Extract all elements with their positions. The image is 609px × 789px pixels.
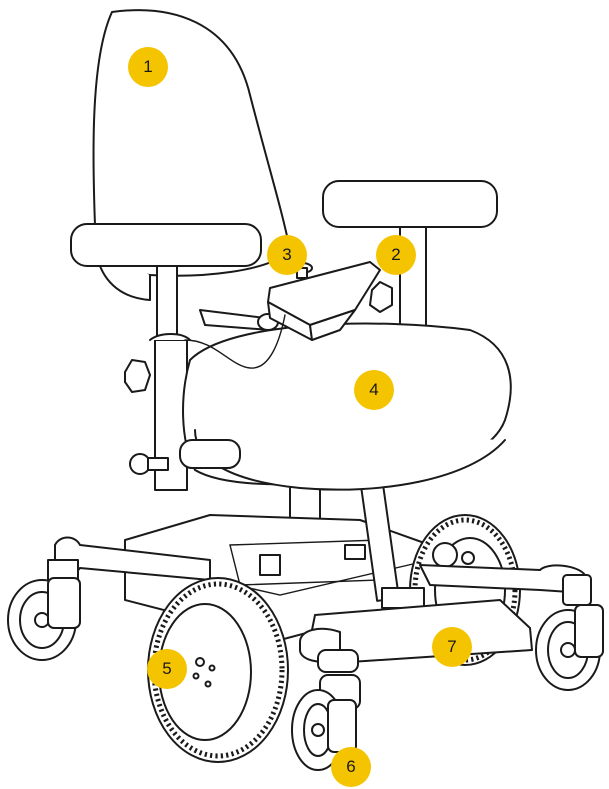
left-armrest-pad xyxy=(70,223,262,267)
left-adjust-knob xyxy=(124,359,151,393)
control-cable xyxy=(184,314,286,369)
callout-7: 7 xyxy=(432,627,472,667)
callout-6: 6 xyxy=(331,747,371,787)
callout-3: 3 xyxy=(267,235,307,275)
callout-2: 2 xyxy=(376,235,416,275)
callout-4: 4 xyxy=(354,370,394,410)
right-adjust-knob xyxy=(369,281,393,313)
right-armrest-pad xyxy=(322,180,498,228)
callout-1: 1 xyxy=(128,47,168,87)
callout-5: 5 xyxy=(147,649,187,689)
